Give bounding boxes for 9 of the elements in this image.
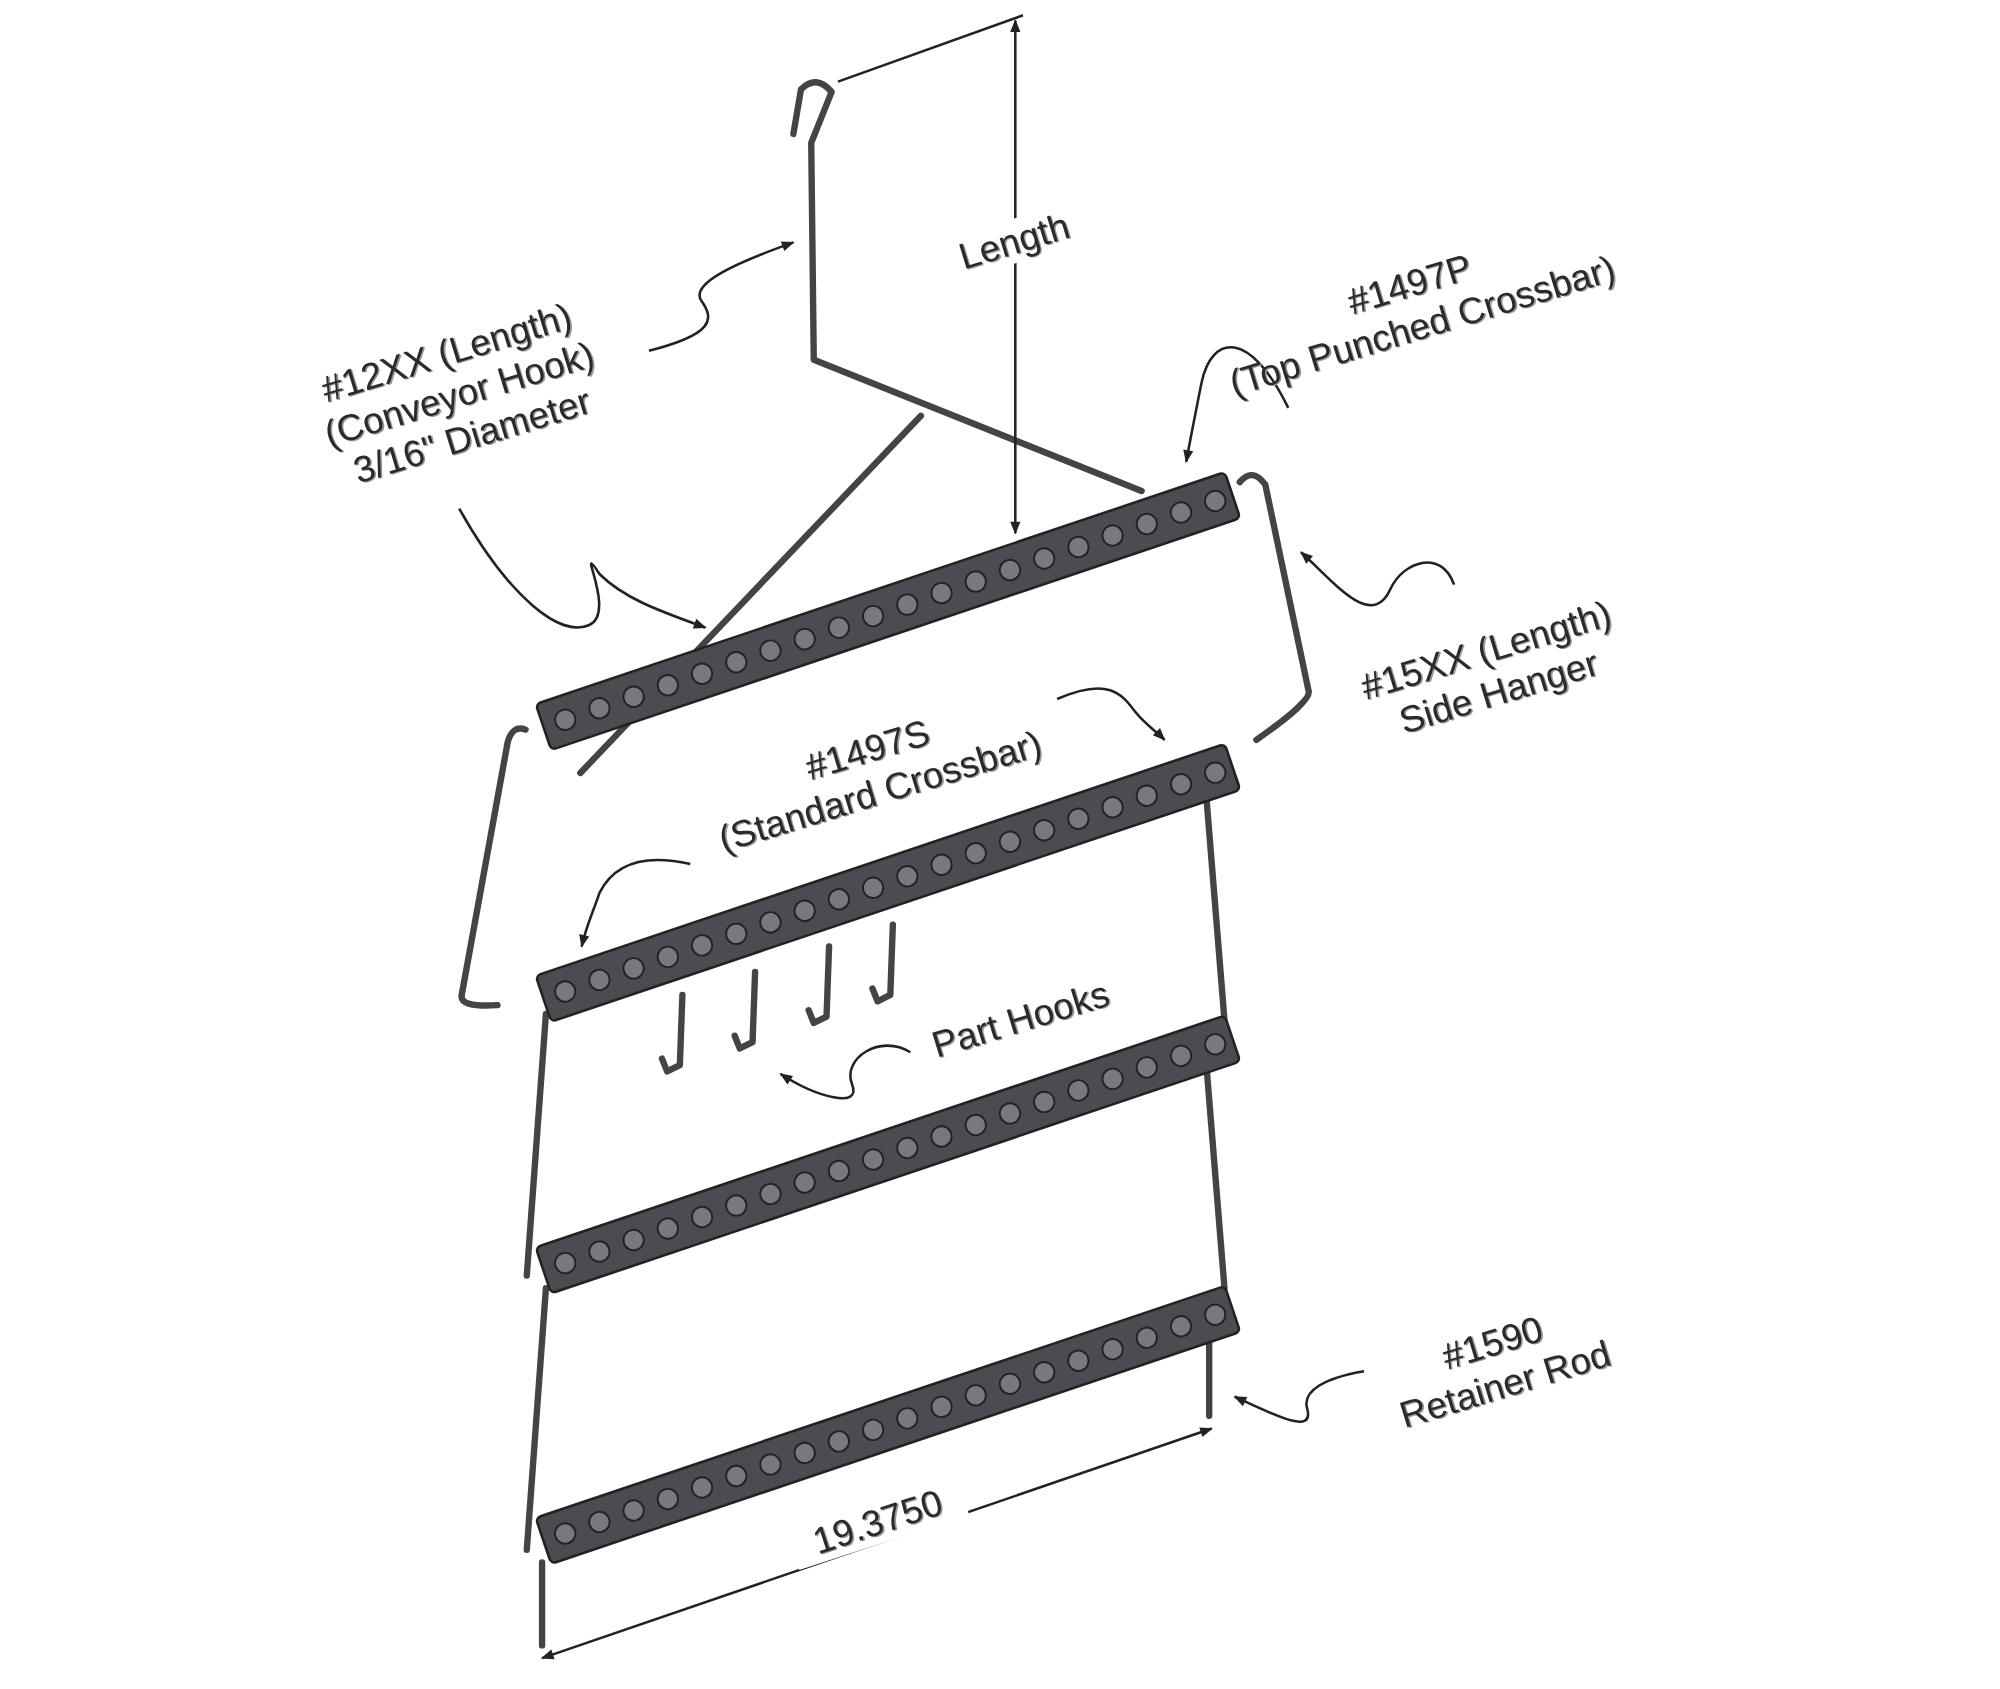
- leader-line: [579, 858, 691, 948]
- part-label: Part Hooks: [910, 966, 1131, 1072]
- leader-line: [1183, 346, 1290, 463]
- leader-line: [458, 507, 707, 629]
- leader-line: [1300, 551, 1456, 607]
- leader-line: [648, 241, 795, 352]
- leader-line: [1056, 687, 1166, 741]
- leader-line: [1233, 1369, 1365, 1423]
- leader-line: [779, 1044, 911, 1100]
